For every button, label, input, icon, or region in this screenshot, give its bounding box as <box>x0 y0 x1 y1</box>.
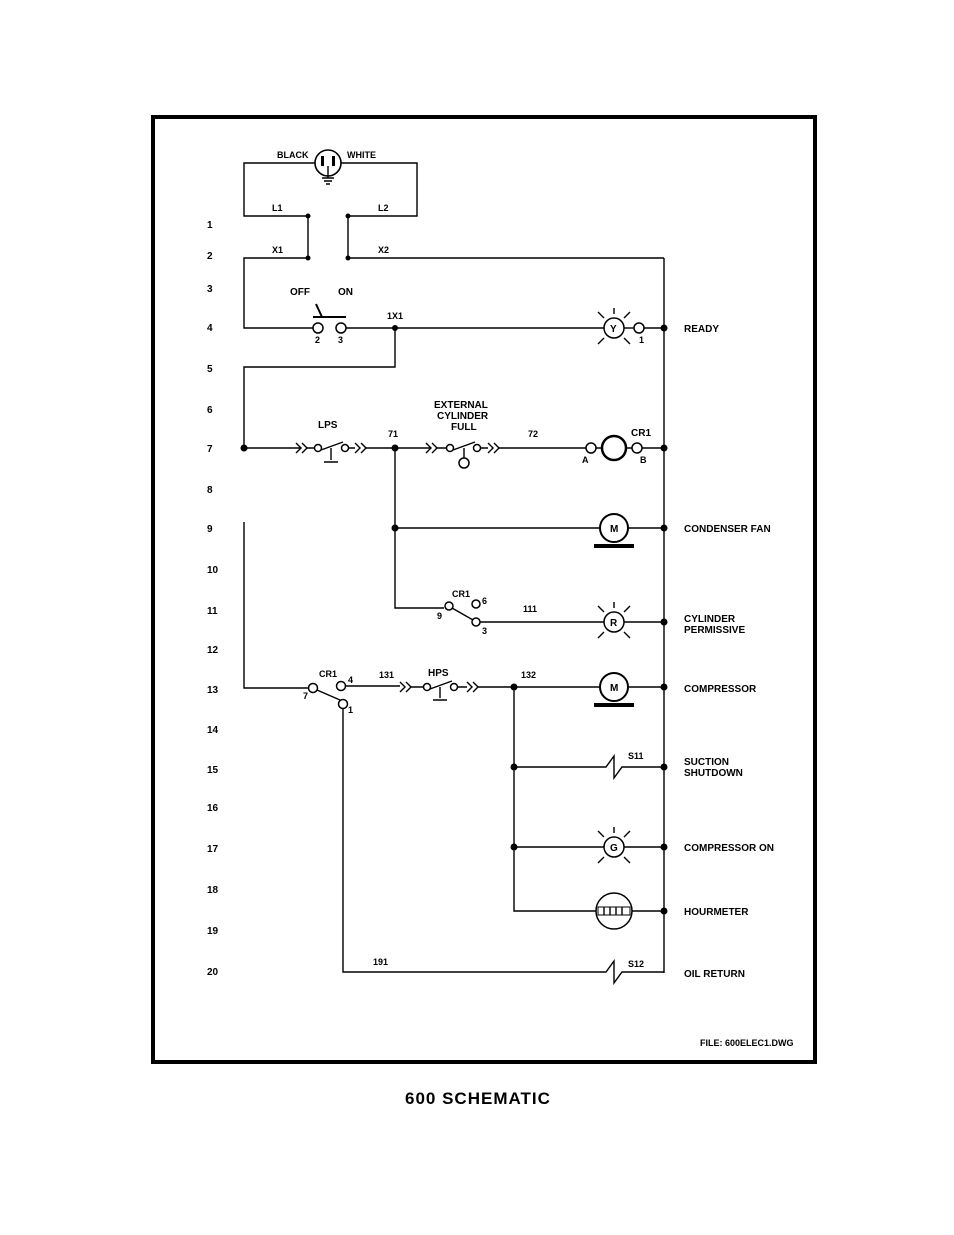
rung-number: 4 <box>207 323 213 334</box>
ext-label-line2: CYLINDER <box>437 411 489 422</box>
rung-number: 11 <box>207 606 218 617</box>
wire-132-label: 132 <box>521 670 536 680</box>
rung-number: 19 <box>207 926 219 937</box>
ext-label-line1: EXTERNAL <box>434 400 488 411</box>
compressor-motor-letter: M <box>610 683 618 694</box>
hps-switch: HPS <box>399 668 479 701</box>
rung-number: 2 <box>207 251 213 262</box>
s11-label: S11 <box>628 751 644 761</box>
load-labels: READY CONDENSER FAN CYLINDER PERMISSIVE … <box>684 324 774 980</box>
cr1-contact-13: CR1 7 4 1 <box>303 669 353 715</box>
rung-number: 7 <box>207 444 213 455</box>
wire-l1-label: L1 <box>272 203 283 213</box>
rung-number: 14 <box>207 725 219 736</box>
wire-x1-label: X1 <box>272 245 283 255</box>
load-oil-return: OIL RETURN <box>684 969 745 980</box>
load-hourmeter: HOURMETER <box>684 907 749 918</box>
rung-number: 6 <box>207 405 213 416</box>
wire-x2-label: X2 <box>378 245 389 255</box>
cr1-term-3: 3 <box>482 626 487 636</box>
load-ready: READY <box>684 324 719 335</box>
rung-number: 15 <box>207 765 219 776</box>
switch-on-label: ON <box>338 287 353 298</box>
off-on-switch: OFF ON 2 3 <box>290 287 353 345</box>
wire-111-label: 111 <box>523 604 537 614</box>
cr1-term-6: 6 <box>482 596 487 606</box>
hourmeter-symbol <box>595 892 633 930</box>
rung-number: 10 <box>207 565 219 576</box>
rung-number: 3 <box>207 284 213 295</box>
load-compressor: COMPRESSOR <box>684 684 757 695</box>
cr1-term-9: 9 <box>437 611 442 621</box>
fan-motor-letter: M <box>610 524 618 535</box>
load-condenser-fan: CONDENSER FAN <box>684 524 771 535</box>
ready-lamp: Y <box>597 308 631 345</box>
wire-131-label: 131 <box>379 670 394 680</box>
ready-lamp-letter: Y <box>610 324 617 335</box>
external-cylinder-full-switch: EXTERNAL CYLINDER FULL <box>425 400 500 469</box>
switch-off-label: OFF <box>290 287 310 298</box>
cr1-coil: CR1 A B <box>582 428 651 465</box>
wire-191-label: 191 <box>373 957 388 967</box>
file-note: FILE: 600ELEC1.DWG <box>700 1038 794 1048</box>
cr1-term-7: 7 <box>303 691 308 701</box>
load-cylinder-line1: CYLINDER <box>684 614 736 625</box>
wire-71-label: 71 <box>388 429 398 439</box>
rung-number: 1 <box>207 220 213 231</box>
ready-term-1: 1 <box>639 335 644 345</box>
wire-l2-label: L2 <box>378 203 389 213</box>
s12-label: S12 <box>628 959 644 969</box>
cyl-lamp-letter: R <box>610 618 618 629</box>
rung-number: 9 <box>207 524 213 535</box>
rung-number: 8 <box>207 485 213 496</box>
compressor-motor: M <box>594 672 634 707</box>
cr1-term-1: 1 <box>348 705 353 715</box>
hps-label: HPS <box>428 668 449 679</box>
cr1-coil-label: CR1 <box>631 428 651 439</box>
switch-term-3: 3 <box>338 335 343 345</box>
rung-number: 16 <box>207 803 219 814</box>
wire-1x1-label: 1X1 <box>387 311 403 321</box>
plug-black-label: BLACK <box>277 150 309 160</box>
comp-on-lamp-letter: G <box>610 843 618 854</box>
load-suction-line1: SUCTION <box>684 757 729 768</box>
rung-number: 20 <box>207 967 219 978</box>
rung-number: 5 <box>207 364 213 375</box>
lps-switch: LPS <box>295 420 367 463</box>
rung-number: 17 <box>207 844 219 855</box>
compressor-on-lamp: G <box>597 827 631 864</box>
load-suction-line2: SHUTDOWN <box>684 768 743 779</box>
s11-break-symbol <box>514 753 664 781</box>
plug-white-label: WHITE <box>347 150 376 160</box>
coil-term-a: A <box>582 455 589 465</box>
switch-term-2: 2 <box>315 335 320 345</box>
power-plug: BLACK WHITE <box>277 149 376 185</box>
figure-caption: 600 SCHEMATIC <box>405 1089 551 1108</box>
ext-label-line3: FULL <box>451 422 477 433</box>
rung-number: 12 <box>207 645 219 656</box>
cr1-contact-13-label: CR1 <box>319 669 337 679</box>
coil-term-b: B <box>640 455 647 465</box>
rung-number: 13 <box>207 685 219 696</box>
wire-72-label: 72 <box>528 429 538 439</box>
load-compressor-on: COMPRESSOR ON <box>684 843 774 854</box>
s12-break-symbol <box>342 709 664 986</box>
cr1-contact-11: CR1 6 9 3 <box>437 589 487 636</box>
cylinder-permissive-lamp: R <box>597 602 631 639</box>
lps-label: LPS <box>318 420 338 431</box>
rung-number: 18 <box>207 885 219 896</box>
condenser-fan-motor: M <box>594 513 634 548</box>
rung-numbers: 1 2 3 4 5 6 7 8 9 10 11 12 13 14 15 16 1… <box>207 220 219 978</box>
load-cylinder-line2: PERMISSIVE <box>684 625 745 636</box>
cr1-contact-11-label: CR1 <box>452 589 470 599</box>
drawing-border <box>151 115 817 1064</box>
cr1-term-4: 4 <box>348 675 353 685</box>
